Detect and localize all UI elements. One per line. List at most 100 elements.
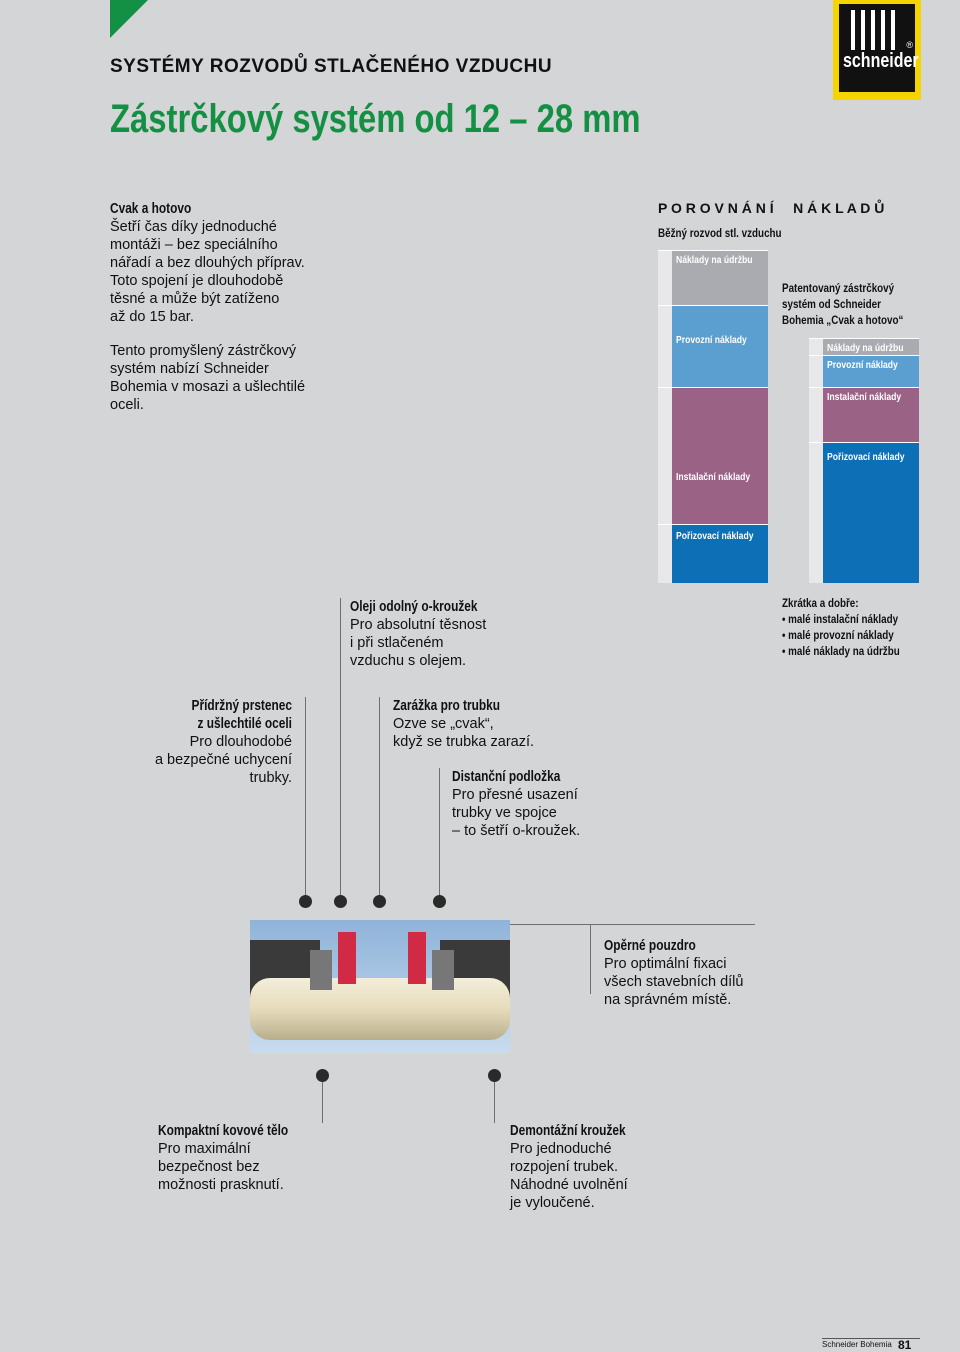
logo-text: schneider [843, 50, 919, 72]
callout-title: Oleji odolný o-kroužek [350, 599, 478, 615]
intro-line: až do 15 bar. [110, 309, 194, 325]
leader-line-stop [379, 697, 380, 897]
callout-line: i při stlačeném [350, 635, 444, 651]
callout-line: – to šetří o-kroužek. [452, 823, 581, 839]
bar-segment-label: Náklady na údržbu [676, 254, 753, 266]
intro-line: nářadí a bez dlouhých příprav. [110, 255, 305, 271]
intro-line: Toto spojení je dlouhodobě [110, 273, 284, 289]
intro-line: systém nabízí Schneider [110, 361, 269, 377]
bar-segment-label: Provozní náklady [676, 334, 747, 346]
summary-title: Zkrátka a dobře: [782, 596, 859, 610]
leader-line-sleeve-down [590, 924, 591, 994]
callout-title: Přídržný prstenec [191, 698, 292, 714]
callout-line: Pro maximální [158, 1141, 251, 1157]
leader-dot-stop [373, 895, 386, 908]
callout-line: Pro jednoduché [510, 1141, 612, 1157]
callout-oring: Oleji odolný o-kroužek Pro absolutní těs… [350, 598, 506, 670]
callout-stop: Zarážka pro trubku Ozve se „cvak“, když … [393, 697, 534, 751]
intro-line: Šetří čas díky jednoduché [110, 219, 277, 235]
summary-item: • malé náklady na údržbu [782, 644, 900, 658]
logo-registered-mark: ® [906, 40, 913, 50]
callout-spacer: Distanční podložka Pro přesné usazení tr… [452, 768, 584, 840]
summary-item: • malé instalační náklady [782, 612, 899, 626]
callout-title: Opěrné pouzdro [604, 938, 696, 954]
callout-line: bezpečnost bez [158, 1159, 260, 1175]
summary-block: Zkrátka a dobře: • malé instalační nákla… [782, 595, 926, 659]
leader-dot-spacer [433, 895, 446, 908]
fitting-illustration [250, 920, 510, 1053]
bar-segment-right-0: Náklady na údržbu [809, 338, 919, 355]
right-caption-line: systém od Schneider [782, 297, 881, 311]
leader-dot-body [316, 1069, 329, 1082]
bar-edge [658, 525, 672, 583]
bar-segment-label: Provozní náklady [827, 359, 898, 371]
leader-line-ring [305, 697, 306, 897]
leader-dot-ring [299, 895, 312, 908]
section-heading: SYSTÉMY ROZVODŮ STLAČENÉHO VZDUCHU [110, 56, 553, 77]
callout-line: rozpojení trubek. [510, 1159, 619, 1175]
callout-title: Demontážní kroužek [510, 1123, 626, 1139]
bar-segment-left-3: Pořizovací náklady [658, 524, 768, 583]
right-caption-line: Bohemia „Cvak a hotovo“ [782, 313, 904, 327]
callout-line: Pro přesné usazení [452, 787, 578, 803]
callout-line: vzduchu s olejem. [350, 653, 467, 669]
bar-segment-right-2: Instalační náklady [809, 387, 919, 442]
bar-edge [809, 443, 823, 583]
intro-line: Tento promyšlený zástrčkový [110, 343, 297, 359]
bar-segment-label: Pořizovací náklady [676, 530, 754, 542]
bar-segment-label: Náklady na údržbu [827, 342, 904, 354]
comparison-heading: P O R O V N Á N Í N Á K L A D Ů [658, 200, 885, 216]
callout-line: je vyloučené. [510, 1195, 595, 1211]
bar-segment-label: Instalační náklady [827, 391, 902, 403]
callout-title: Distanční podložka [452, 769, 561, 785]
intro-line: montáži – bez speciálního [110, 237, 278, 253]
bar-edge [658, 306, 672, 387]
callout-line: Pro optimální fixaci [604, 956, 727, 972]
bar-edge [809, 339, 823, 355]
callout-line: Pro absolutní těsnost [350, 617, 487, 633]
leader-line-oring [340, 598, 341, 898]
callout-line: trubky ve spojce [452, 805, 557, 821]
bar-edge [658, 251, 672, 305]
bar-segment-label: Pořizovací náklady [827, 451, 905, 463]
leader-line-release [494, 1075, 495, 1123]
corner-accent [110, 0, 148, 38]
clamp-ring-right [432, 950, 454, 990]
fitting-svg [250, 920, 510, 1053]
bar-edge [658, 388, 672, 524]
page-number: 81 [898, 1338, 912, 1352]
oring-left [338, 932, 356, 984]
footer-rule [822, 1338, 920, 1339]
callout-line: všech stavebních dílů [604, 974, 744, 990]
callout-line: a bezpečné uchycení [154, 752, 292, 768]
footer-company: Schneider Bohemia [822, 1340, 892, 1349]
leader-dot-oring [334, 895, 347, 908]
leader-line-body [322, 1075, 323, 1123]
bar-segment-left-0: Náklady na údržbu [658, 250, 768, 305]
intro-line: Bohemia v mosazi a ušlechtilé [110, 379, 306, 395]
callout-body: Kompaktní kovové tělo Pro maximální bezp… [158, 1122, 317, 1194]
callout-line: Ozve se „cvak“, [393, 716, 494, 732]
bar-segment-left-2: Instalační náklady [658, 387, 768, 524]
callout-line: když se trubka zarazí. [393, 734, 535, 750]
bar-segment-label: Instalační náklady [676, 471, 751, 483]
bar-edge [809, 356, 823, 387]
schneider-logo: schneider ® [833, 0, 921, 100]
oring-right [408, 932, 426, 984]
right-caption-line: Patentovaný zástrčkový [782, 281, 895, 295]
callout-sleeve: Opěrné pouzdro Pro optimální fixaci všec… [604, 937, 743, 1009]
intro-line: oceli. [110, 397, 144, 413]
callout-title: z ušlechtilé oceli [197, 716, 292, 732]
right-bar-caption: Patentovaný zástrčkový systém od Schneid… [782, 280, 930, 328]
left-bar-caption: Běžný rozvod stl. vzduchu [658, 226, 782, 240]
callout-line: možnosti prasknutí. [158, 1177, 284, 1193]
clamp-ring-left [310, 950, 332, 990]
summary-item: • malé provozní náklady [782, 628, 894, 642]
callout-title: Kompaktní kovové tělo [158, 1123, 289, 1139]
bar-segment-right-1: Provozní náklady [809, 355, 919, 387]
leader-dot-release [488, 1069, 501, 1082]
callout-title: Zarážka pro trubku [393, 698, 501, 714]
callout-line: trubky. [249, 770, 292, 786]
